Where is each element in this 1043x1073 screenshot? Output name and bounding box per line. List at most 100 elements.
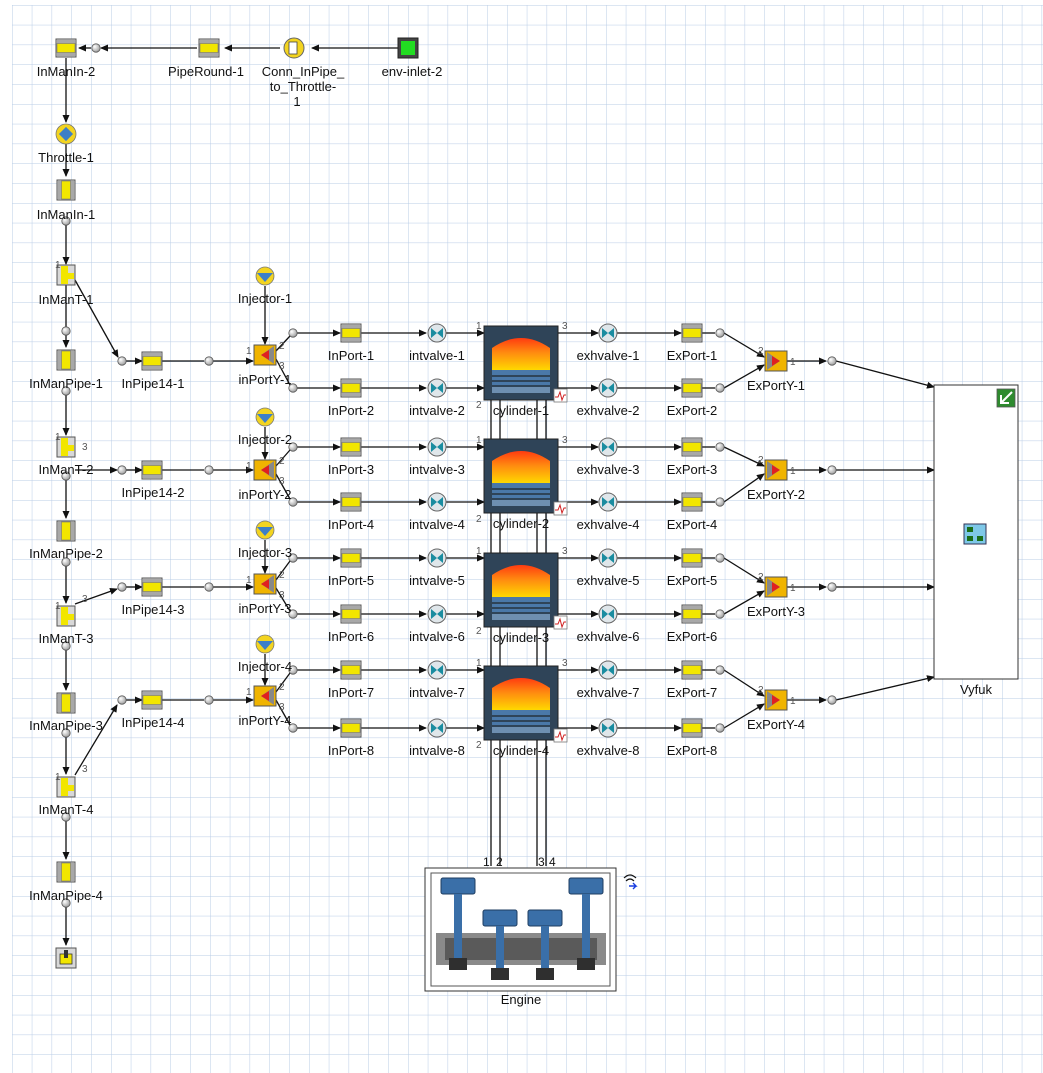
signal-icon[interactable] — [623, 874, 638, 890]
inport-2[interactable] — [340, 378, 362, 398]
port-number: 3 — [82, 442, 88, 453]
label-inmanpipe3: InManPipe-3 — [29, 718, 103, 733]
exhvalve-4[interactable] — [598, 492, 618, 512]
label-intvalve-3: intvalve-3 — [409, 462, 465, 477]
cylinder-sensor-icon[interactable] — [553, 501, 568, 516]
exhvalve-3[interactable] — [598, 437, 618, 457]
intvalve-6[interactable] — [427, 604, 447, 624]
intvalve-2[interactable] — [427, 378, 447, 398]
cylinder-sensor-icon[interactable] — [553, 388, 568, 403]
export-3[interactable] — [681, 437, 703, 457]
inport-1[interactable] — [340, 323, 362, 343]
end-cap-icon[interactable] — [55, 947, 77, 969]
exhvalve-6[interactable] — [598, 604, 618, 624]
exporty-4[interactable] — [764, 689, 788, 711]
wire — [275, 560, 291, 581]
return-arrow-icon[interactable] — [996, 388, 1016, 408]
label-intvalve-6: intvalve-6 — [409, 629, 465, 644]
junction-node — [827, 356, 837, 366]
label-envinlet: env-inlet-2 — [382, 64, 443, 79]
intvalve-8[interactable] — [427, 718, 447, 738]
junction-node — [117, 582, 127, 592]
inpipe-1[interactable] — [141, 351, 163, 371]
inporty-2[interactable] — [253, 459, 277, 481]
inmanin2-pipe[interactable] — [55, 38, 77, 58]
injector-2[interactable] — [255, 407, 275, 427]
inpipe-2[interactable] — [141, 460, 163, 480]
exhvalve-2[interactable] — [598, 378, 618, 398]
engine-block[interactable] — [424, 867, 638, 992]
intvalve-3[interactable] — [427, 437, 447, 457]
wire — [723, 446, 765, 467]
intvalve-5[interactable] — [427, 548, 447, 568]
inmanin1-pipe[interactable] — [56, 179, 76, 201]
cylinder-4[interactable] — [483, 665, 568, 743]
export-4[interactable] — [681, 492, 703, 512]
export-7[interactable] — [681, 660, 703, 680]
inport-4[interactable] — [340, 492, 362, 512]
inmant4-tee[interactable] — [56, 776, 76, 798]
port-number: 2 — [279, 570, 285, 581]
label-exhvalve-3: exhvalve-3 — [577, 462, 640, 477]
inporty-4[interactable] — [253, 685, 277, 707]
intvalve-4[interactable] — [427, 492, 447, 512]
exhvalve-5[interactable] — [598, 548, 618, 568]
cylinder-sensor-icon[interactable] — [553, 615, 568, 630]
export-1[interactable] — [681, 323, 703, 343]
label-cylinder-1: cylinder-1 — [493, 403, 549, 418]
inmant3-tee[interactable] — [56, 605, 76, 627]
inport-5[interactable] — [340, 548, 362, 568]
label-inmanin1: InManIn-1 — [37, 207, 96, 222]
port-number: 1 — [246, 575, 252, 586]
export-8[interactable] — [681, 718, 703, 738]
components-layer[interactable] — [55, 37, 1019, 992]
intvalve-7[interactable] — [427, 660, 447, 680]
inmanpipe3-pipe[interactable] — [56, 692, 76, 714]
inmanpipe4-pipe[interactable] — [56, 861, 76, 883]
label-injector-2: Injector-2 — [238, 432, 292, 447]
exhvalve-7[interactable] — [598, 660, 618, 680]
export-6[interactable] — [681, 604, 703, 624]
inport-7[interactable] — [340, 660, 362, 680]
export-5[interactable] — [681, 548, 703, 568]
inmanpipe2-pipe[interactable] — [56, 520, 76, 542]
exporty-1[interactable] — [764, 350, 788, 372]
env-inlet-icon[interactable] — [397, 37, 419, 59]
subsystem-icon[interactable] — [963, 523, 987, 545]
label-vyfuk: Vyfuk — [960, 682, 993, 697]
inport-8[interactable] — [340, 718, 362, 738]
exporty-3[interactable] — [764, 576, 788, 598]
cylinder-3[interactable] — [483, 552, 568, 630]
exhvalve-8[interactable] — [598, 718, 618, 738]
injector-1[interactable] — [255, 266, 275, 286]
inporty-3[interactable] — [253, 573, 277, 595]
conn-inpipe-throttle[interactable] — [283, 37, 305, 59]
inpipe-4[interactable] — [141, 690, 163, 710]
throttle-icon[interactable] — [55, 123, 77, 145]
piperound-pipe[interactable] — [198, 38, 220, 58]
port-number: 3 — [562, 435, 568, 446]
cylinder-2[interactable] — [483, 438, 568, 516]
inporty-1[interactable] — [253, 344, 277, 366]
label-inmant4: InManT-4 — [39, 802, 94, 817]
inpipe-3[interactable] — [141, 577, 163, 597]
inmant1-tee[interactable] — [56, 264, 76, 286]
vyfuk-block[interactable] — [933, 384, 1019, 680]
export-2[interactable] — [681, 378, 703, 398]
injector-3[interactable] — [255, 520, 275, 540]
cylinder-sensor-icon[interactable] — [553, 728, 568, 743]
inmant2-tee[interactable] — [56, 436, 76, 458]
injector-4[interactable] — [255, 634, 275, 654]
inport-3[interactable] — [340, 437, 362, 457]
inmanpipe1-pipe[interactable] — [56, 349, 76, 371]
intvalve-1[interactable] — [427, 323, 447, 343]
label-injector-1: Injector-1 — [238, 291, 292, 306]
junction-node — [827, 582, 837, 592]
exporty-2[interactable] — [764, 459, 788, 481]
exhvalve-1[interactable] — [598, 323, 618, 343]
inport-6[interactable] — [340, 604, 362, 624]
junction-node — [204, 695, 214, 705]
cylinder-1[interactable] — [483, 325, 568, 403]
